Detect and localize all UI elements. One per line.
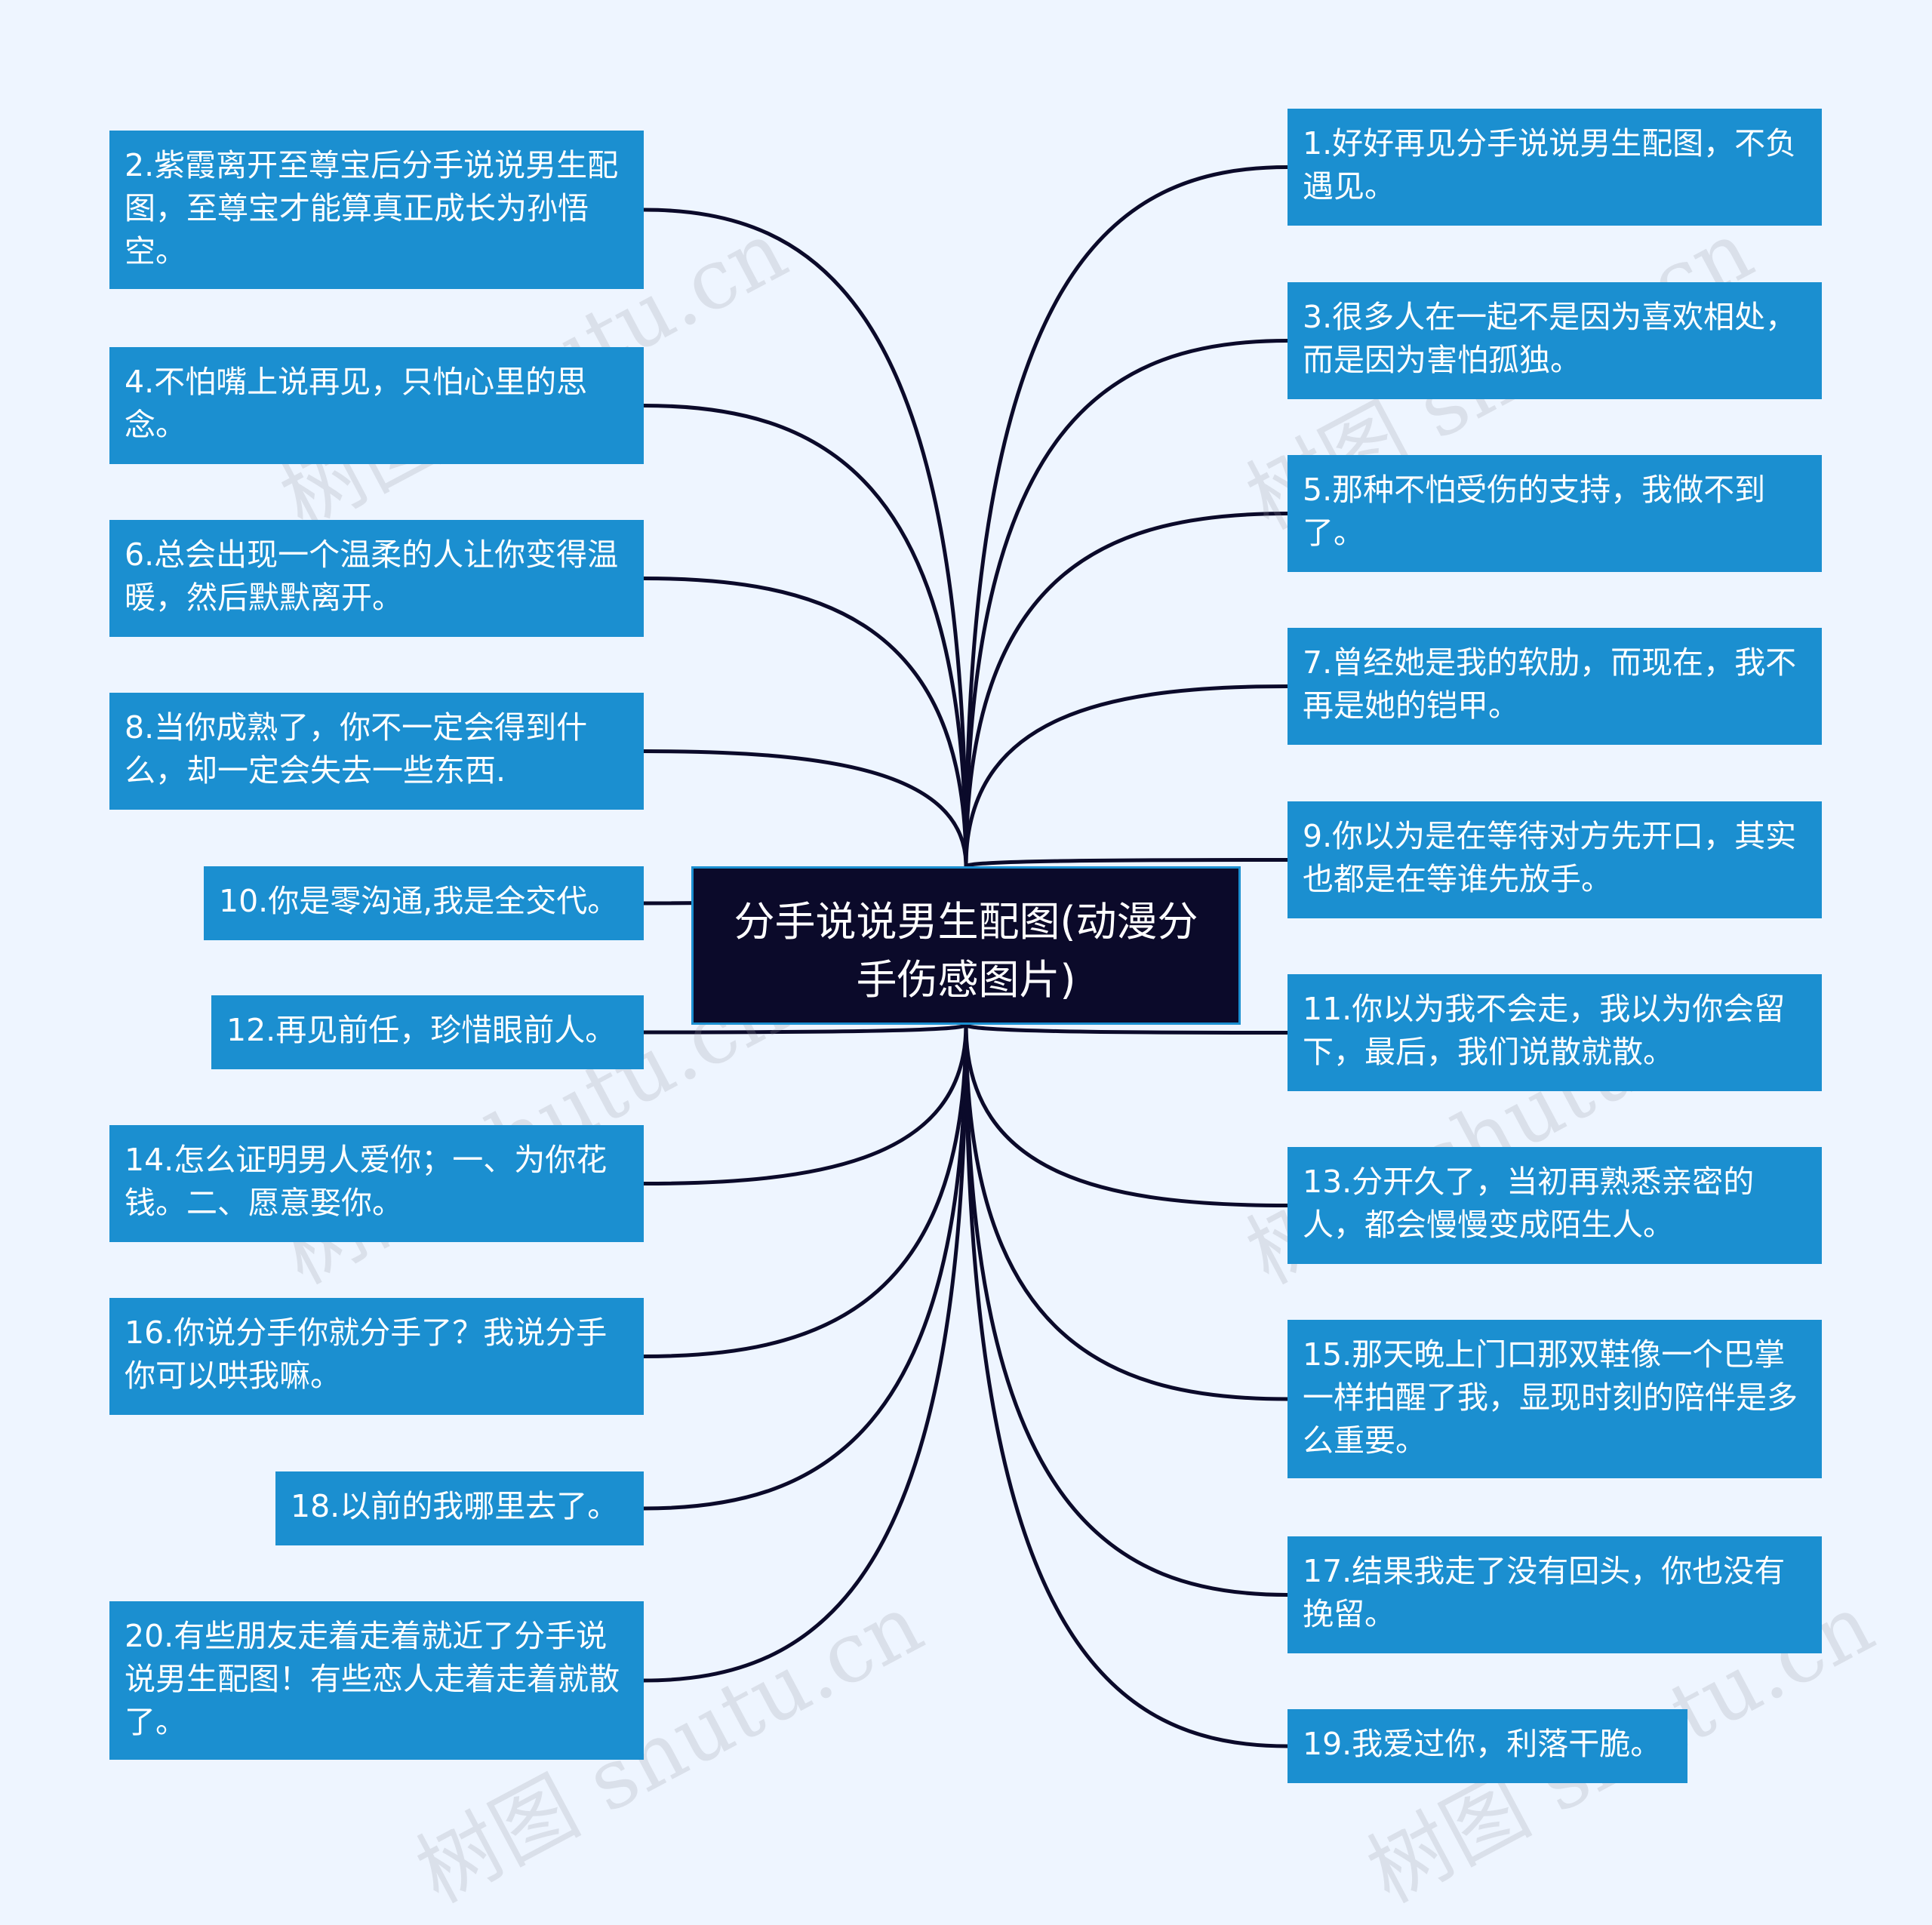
connector-line xyxy=(643,1024,968,1511)
connector-line xyxy=(643,208,968,867)
branch-node[interactable]: 20.有些朋友走着走着就近了分手说说男生配图！有些恋人走着走着就散了。 xyxy=(109,1601,644,1760)
connector-line xyxy=(643,1022,968,1035)
branch-node[interactable]: 10.你是零沟通,我是全交代。 xyxy=(204,866,644,940)
branch-node[interactable]: 1.好好再见分手说说男生配图，不负遇见。 xyxy=(1287,109,1822,226)
branch-node[interactable]: 4.不怕嘴上说再见，只怕心里的思念。 xyxy=(109,347,644,464)
branch-node[interactable]: 19.我爱过你，利落干脆。 xyxy=(1287,1709,1687,1783)
connector-line xyxy=(964,512,1288,867)
branch-node[interactable]: 9.你以为是在等待对方先开口，其实也都是在等谁先放手。 xyxy=(1287,801,1822,918)
branch-node[interactable]: 5.那种不怕受伤的支持，我做不到了。 xyxy=(1287,455,1822,572)
branch-node[interactable]: 3.很多人在一起不是因为喜欢相处，而是因为害怕孤独。 xyxy=(1287,282,1822,399)
branch-node[interactable]: 11.你以为我不会走，我以为你会留下，最后，我们说散就散。 xyxy=(1287,974,1822,1091)
branch-node[interactable]: 16.你说分手你就分手了？我说分手你可以哄我嘛。 xyxy=(109,1298,644,1415)
branch-node[interactable]: 7.曾经她是我的软肋，而现在，我不再是她的铠甲。 xyxy=(1287,628,1822,745)
connector-line xyxy=(643,404,968,867)
connector-line xyxy=(964,165,1288,867)
connector-line xyxy=(643,1024,968,1358)
branch-node[interactable]: 17.结果我走了没有回头，你也没有挽留。 xyxy=(1287,1536,1822,1653)
connector-line xyxy=(964,1024,1288,1207)
connector-line xyxy=(643,1024,968,1683)
connector-line xyxy=(964,1024,1288,1597)
branch-node[interactable]: 14.怎么证明男人爱你；一、为你花钱。二、愿意娶你。 xyxy=(109,1125,644,1242)
connector-line xyxy=(964,858,1288,869)
branch-node[interactable]: 2.紫霞离开至尊宝后分手说说男生配图，至尊宝才能算真正成长为孙悟空。 xyxy=(109,131,644,289)
connector-line xyxy=(964,684,1288,867)
branch-node[interactable]: 8.当你成熟了，你不一定会得到什么，却一定会失去一些东西. xyxy=(109,693,644,810)
branch-node[interactable]: 18.以前的我哪里去了。 xyxy=(275,1471,644,1545)
connector-line xyxy=(643,749,968,867)
branch-node[interactable]: 13.分开久了，当初再熟悉亲密的人，都会慢慢变成陌生人。 xyxy=(1287,1147,1822,1264)
connector-line xyxy=(964,1024,1288,1748)
branch-node[interactable]: 12.再见前任，珍惜眼前人。 xyxy=(211,995,644,1069)
root-topic[interactable]: 分手说说男生配图(动漫分手伤感图片) xyxy=(691,866,1241,1025)
connector-line xyxy=(964,1022,1288,1035)
connector-line xyxy=(964,1024,1288,1401)
connector-line xyxy=(643,577,968,867)
connector-line xyxy=(964,339,1288,867)
branch-node[interactable]: 6.总会出现一个温柔的人让你变得温暖，然后默默离开。 xyxy=(109,520,644,637)
connector-line xyxy=(643,1024,968,1185)
branch-node[interactable]: 15.那天晚上门口那双鞋像一个巴掌一样拍醒了我，显现时刻的陪伴是多么重要。 xyxy=(1287,1320,1822,1478)
